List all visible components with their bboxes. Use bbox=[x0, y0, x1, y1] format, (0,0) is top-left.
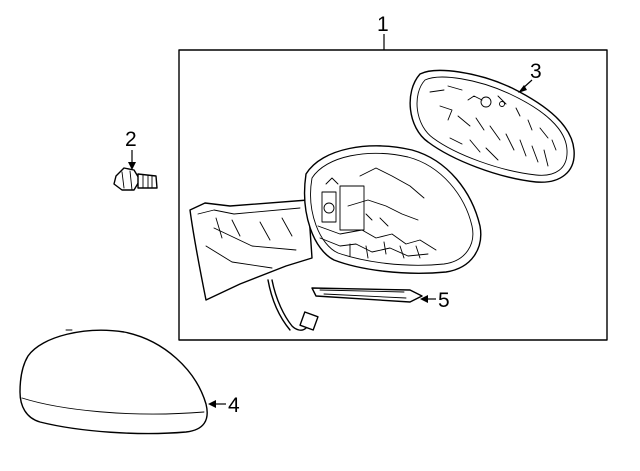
callout-5-arrow bbox=[420, 295, 428, 303]
mirror-cover bbox=[19, 329, 208, 435]
assembly-frame bbox=[178, 49, 608, 341]
callout-3-label: 3 bbox=[530, 60, 542, 83]
outside-mirror-assembly bbox=[189, 145, 482, 331]
mirror-glass bbox=[409, 69, 575, 183]
callout-4-label: 4 bbox=[228, 394, 240, 417]
callout-3-arrow bbox=[518, 85, 527, 93]
callout-1-label: 1 bbox=[377, 13, 389, 36]
callout-4-arrow bbox=[208, 400, 216, 408]
mounting-bolt bbox=[113, 167, 158, 191]
callout-2-label: 2 bbox=[125, 128, 137, 151]
side-turn-lamp bbox=[311, 287, 423, 303]
callout-2-arrow bbox=[128, 162, 136, 170]
callout-5-label: 5 bbox=[438, 289, 450, 312]
